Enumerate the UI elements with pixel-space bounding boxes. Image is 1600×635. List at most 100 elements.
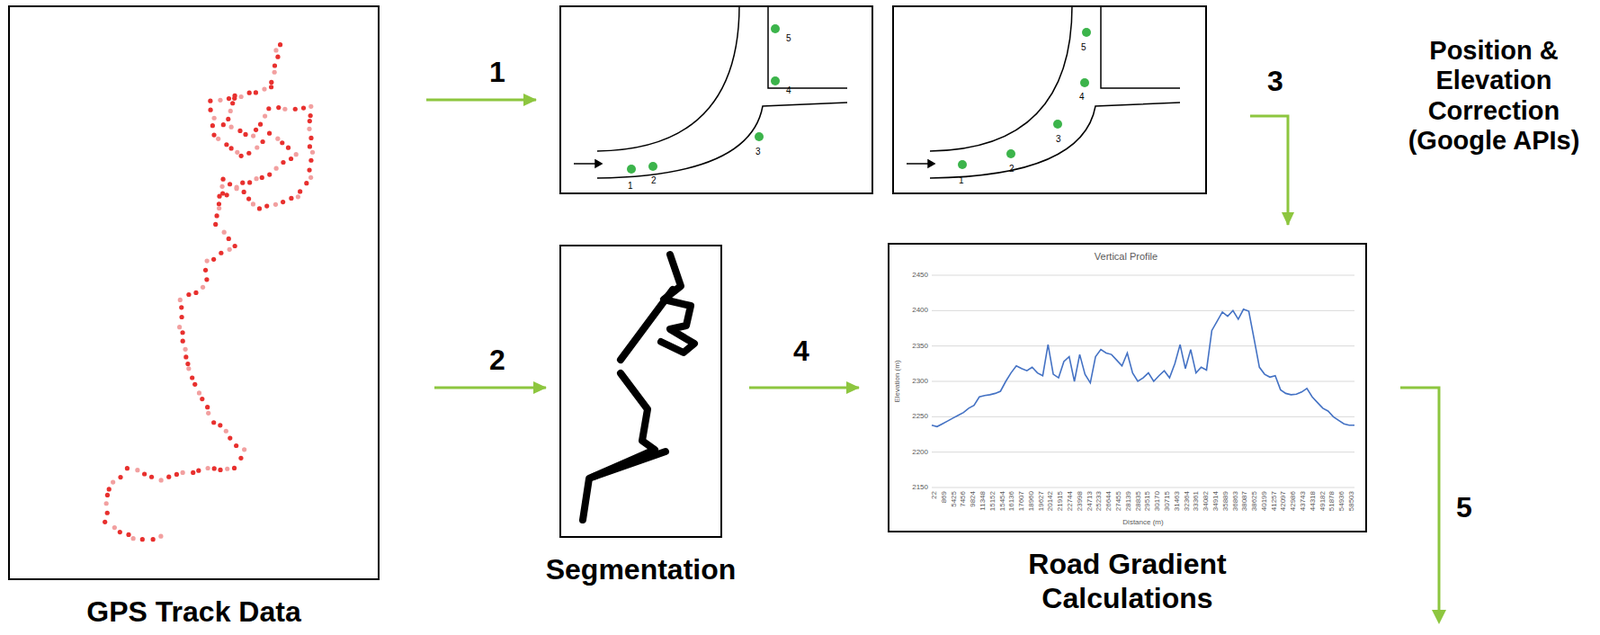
gps-point [308, 135, 313, 141]
panel-heading: Segmentation [506, 552, 777, 587]
gps-point [310, 150, 315, 155]
gps-point [125, 532, 131, 537]
gps-point [226, 236, 232, 242]
x-tick-label: 43743 [1298, 491, 1308, 515]
direction-arrow-head [928, 160, 935, 168]
gps-point [180, 470, 186, 475]
x-tick-label: 19627 [1036, 491, 1046, 515]
gps-point [275, 136, 280, 142]
gps-point [239, 153, 244, 159]
gps-point [204, 277, 209, 282]
gps-point [261, 87, 267, 92]
gps-point [199, 396, 205, 402]
gps-point [272, 62, 278, 68]
gps-point [192, 382, 197, 387]
gps-point [232, 465, 237, 471]
gps-point [246, 196, 251, 202]
panel-heading: Road Gradient Calculations [983, 546, 1272, 617]
gps-point [276, 105, 281, 110]
gps-point [205, 258, 210, 263]
y-tick-label: 2200 [904, 447, 929, 457]
gps-point [227, 181, 233, 187]
x-tick-label: 22744 [1065, 491, 1075, 515]
grid-line [931, 275, 1355, 277]
x-tick-label: 51878 [1327, 491, 1337, 515]
x-tick-label: 5425 [949, 491, 959, 515]
step-number: 2 [486, 345, 509, 375]
gps-point [240, 180, 245, 186]
gps-point [254, 144, 260, 150]
gps-point [179, 330, 185, 335]
point-number: 3 [755, 147, 761, 157]
gps-point [308, 104, 313, 109]
point-number: 5 [786, 34, 792, 44]
point-number: 1 [958, 176, 965, 186]
gps-point [104, 500, 109, 506]
gps-point [239, 94, 244, 99]
gps-point [219, 184, 224, 189]
gps-point [186, 292, 191, 297]
gps-point [275, 54, 280, 60]
y-axis-title: Elevation (m) [893, 345, 903, 418]
road-edge [597, 5, 740, 152]
panel-heading: GPS Track Data [59, 594, 330, 629]
gps-point [233, 186, 239, 191]
gps-point [189, 375, 195, 380]
gps-point [306, 167, 312, 172]
gps-point [149, 474, 154, 480]
x-tick-label: 34914 [1211, 491, 1221, 515]
gps-point [273, 47, 278, 53]
grid-line [931, 381, 1355, 383]
gps-point [212, 465, 217, 471]
gps-point [246, 151, 251, 156]
gps-point [107, 486, 112, 492]
flow-arrow [1250, 116, 1288, 225]
gps-point [234, 150, 240, 155]
gps-point [217, 422, 223, 428]
gps-point [216, 205, 222, 211]
gps-point [288, 196, 294, 201]
gps-point [280, 199, 286, 205]
gps-point [105, 510, 110, 516]
gps-point [117, 529, 123, 535]
output-arrow [1400, 387, 1447, 625]
gps-point [308, 113, 313, 118]
illustration-panel: 12345 [559, 5, 874, 195]
road-illustration-corrected [906, 5, 1180, 179]
gps-point [134, 467, 140, 473]
gps-point [207, 98, 213, 104]
gps-point [253, 89, 259, 95]
x-tick-label: 17607 [1017, 491, 1027, 515]
gps-point [293, 107, 298, 112]
gps-point [227, 247, 233, 252]
gps-point [142, 471, 147, 476]
gps-point [166, 474, 171, 480]
chart-title: Vertical Profile [1049, 251, 1203, 261]
gps-point [226, 96, 232, 101]
x-tick-label: 11348 [978, 491, 988, 515]
point-number: 2 [651, 176, 657, 186]
vertical-profile-chart [931, 275, 1355, 488]
gps-point [238, 455, 243, 461]
flow-arrow [434, 386, 546, 390]
gps-point [220, 177, 225, 182]
gps-point [177, 324, 182, 330]
gps-point [196, 390, 202, 395]
gps-point [211, 420, 216, 425]
segmentation-track [582, 254, 695, 520]
gps-point [205, 404, 210, 410]
x-tick-label: 42986 [1288, 491, 1298, 515]
gps-point [203, 268, 208, 273]
gps-point [242, 132, 248, 137]
gps-point [282, 107, 287, 112]
gps-point [222, 230, 227, 235]
gps-point [247, 90, 252, 96]
gps-point [262, 113, 268, 118]
x-tick-label: 38087 [1240, 491, 1250, 515]
x-axis-title: Distance (m) [1098, 518, 1189, 528]
x-tick-label: 58503 [1347, 491, 1357, 515]
grid-line [931, 451, 1355, 453]
gps-point [307, 143, 313, 149]
grid-line [931, 487, 1355, 489]
